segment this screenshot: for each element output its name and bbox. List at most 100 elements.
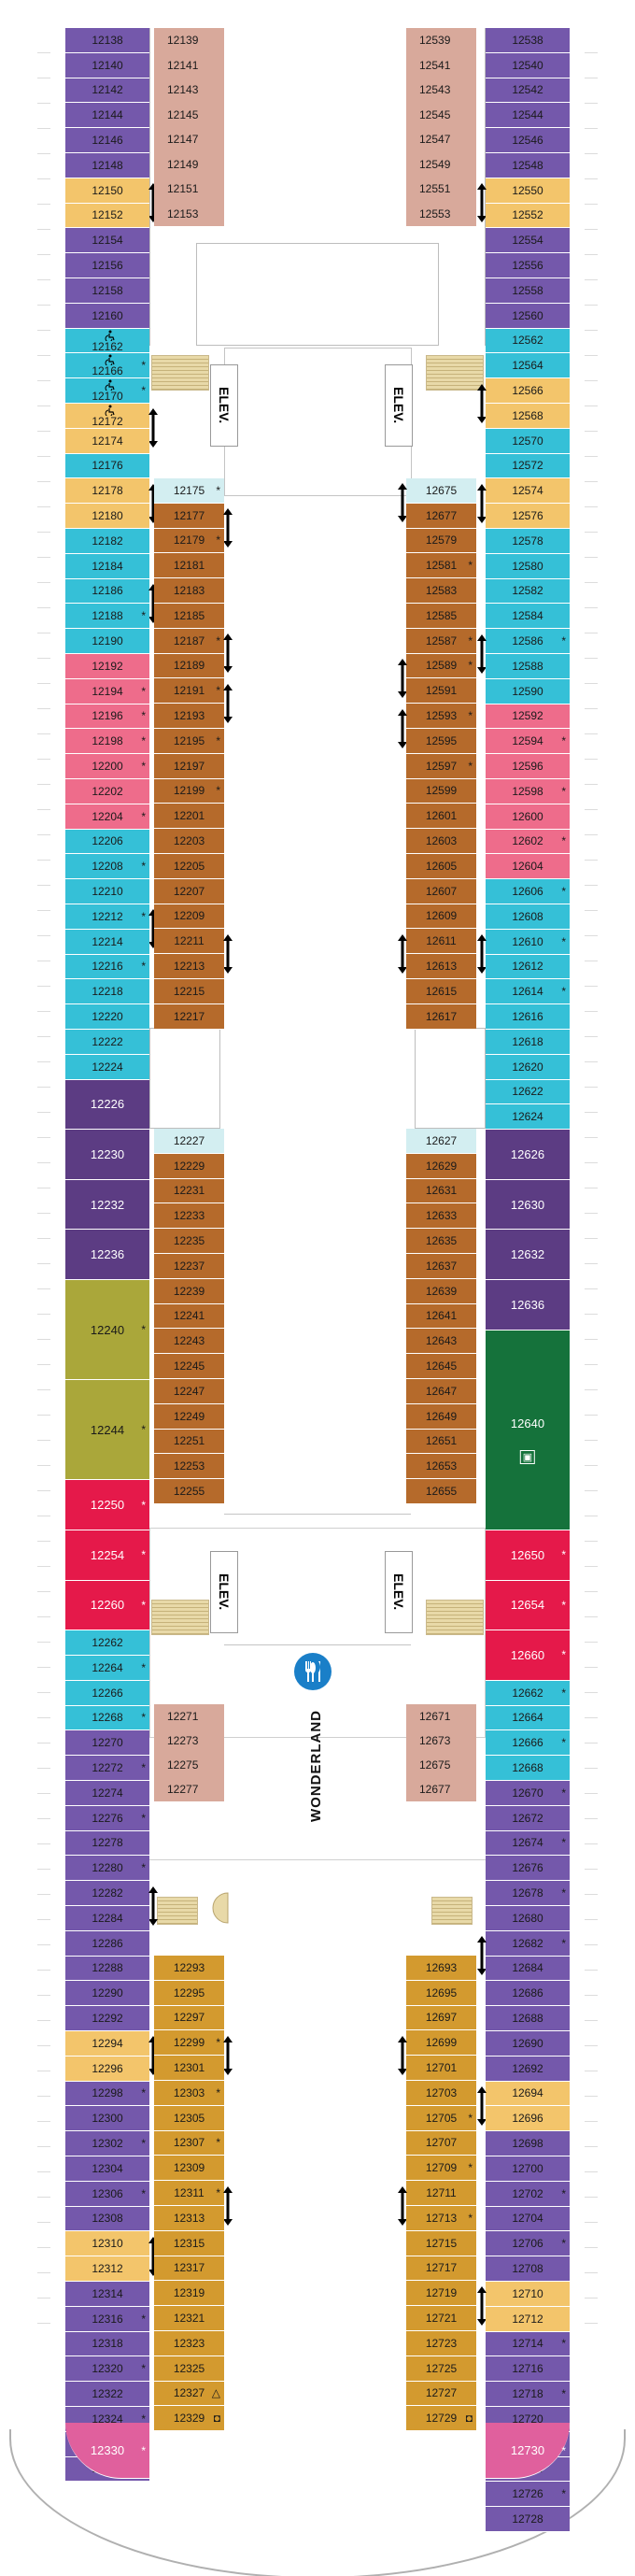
cabin-12690[interactable]: 12690 (486, 2031, 570, 2057)
cabin-12597[interactable]: 12597* (406, 753, 476, 779)
cabin-12177[interactable]: 12177 (154, 503, 224, 529)
cabin-12277[interactable]: 12277 (154, 1777, 224, 1801)
cabin-12662[interactable]: 12662* (486, 1680, 570, 1706)
cabin-12543[interactable]: 12543 (406, 78, 476, 103)
cabin-12699[interactable]: 12699 (406, 2030, 476, 2057)
cabin-12588[interactable]: 12588 (486, 654, 570, 679)
cabin-12180[interactable]: 12180 (65, 504, 149, 529)
cabin-12146[interactable]: 12146 (65, 128, 149, 153)
cabin-12255[interactable]: 12255 (154, 1479, 224, 1504)
cabin-12545[interactable]: 12545 (406, 102, 476, 127)
cabin-12654[interactable]: 12654* (486, 1580, 570, 1631)
cabin-12566[interactable]: 12566 (486, 378, 570, 404)
cabin-12273[interactable]: 12273 (154, 1729, 224, 1753)
cabin-12292[interactable]: 12292 (65, 2006, 149, 2031)
cabin-12323[interactable]: 12323 (154, 2331, 224, 2356)
cabin-12153[interactable]: 12153 (154, 201, 224, 226)
cabin-12316[interactable]: 12316* (65, 2306, 149, 2332)
cabin-12592[interactable]: 12592 (486, 704, 570, 730)
cabin-12585[interactable]: 12585 (406, 604, 476, 629)
cabin-12288[interactable]: 12288 (65, 1956, 149, 1982)
cabin-12174[interactable]: 12174 (65, 428, 149, 454)
cabin-12306[interactable]: 12306* (65, 2181, 149, 2207)
cabin-12296[interactable]: 12296 (65, 2056, 149, 2082)
cabin-12224[interactable]: 12224 (65, 1054, 149, 1080)
cabin-12626[interactable]: 12626 (486, 1130, 570, 1180)
cabin-12271[interactable]: 12271 (154, 1704, 224, 1729)
cabin-12249[interactable]: 12249 (154, 1403, 224, 1430)
cabin-12166[interactable]: 12166* (65, 353, 149, 379)
cabin-12589[interactable]: 12589* (406, 653, 476, 679)
cabin-12212[interactable]: 12212* (65, 904, 149, 930)
cabin-12594[interactable]: 12594* (486, 729, 570, 755)
cabin-12299[interactable]: 12299* (154, 2030, 224, 2057)
cabin-12725[interactable]: 12725 (406, 2355, 476, 2382)
cabin-12240[interactable]: 12240* (65, 1280, 149, 1381)
cabin-12232[interactable]: 12232 (65, 1179, 149, 1231)
cabin-12286[interactable]: 12286 (65, 1930, 149, 1957)
cabin-12541[interactable]: 12541 (406, 52, 476, 78)
cabin-12546[interactable]: 12546 (486, 128, 570, 153)
cabin-12327[interactable]: 12327△ (154, 2381, 224, 2407)
cabin-12696[interactable]: 12696 (486, 2106, 570, 2132)
cabin-12301[interactable]: 12301 (154, 2056, 224, 2081)
cabin-12213[interactable]: 12213 (154, 954, 224, 979)
cabin-12160[interactable]: 12160 (65, 303, 149, 329)
cabin-12630[interactable]: 12630 (486, 1179, 570, 1231)
cabin-12227[interactable]: 12227 (154, 1129, 224, 1154)
cabin-12201[interactable]: 12201 (154, 804, 224, 830)
cabin-12294[interactable]: 12294 (65, 2031, 149, 2057)
cabin-12601[interactable]: 12601 (406, 804, 476, 830)
cabin-12633[interactable]: 12633 (406, 1203, 476, 1230)
cabin-12251[interactable]: 12251 (154, 1429, 224, 1455)
cabin-12653[interactable]: 12653 (406, 1454, 476, 1480)
cabin-12317[interactable]: 12317 (154, 2256, 224, 2282)
cabin-12315[interactable]: 12315 (154, 2230, 224, 2256)
cabin-12187[interactable]: 12187* (154, 628, 224, 654)
cabin-12179[interactable]: 12179* (154, 528, 224, 554)
cabin-12141[interactable]: 12141 (154, 52, 224, 78)
cabin-12550[interactable]: 12550 (486, 178, 570, 204)
cabin-12677[interactable]: 12677 (406, 503, 476, 529)
cabin-12726[interactable]: 12726* (486, 2482, 570, 2508)
cabin-12624[interactable]: 12624 (486, 1104, 570, 1131)
cabin-12705[interactable]: 12705* (406, 2105, 476, 2131)
cabin-12610[interactable]: 12610* (486, 929, 570, 955)
cabin-12190[interactable]: 12190 (65, 629, 149, 654)
cabin-12196[interactable]: 12196* (65, 704, 149, 730)
cabin-12139[interactable]: 12139 (154, 28, 224, 53)
cabin-12560[interactable]: 12560 (486, 303, 570, 329)
cabin-12716[interactable]: 12716 (486, 2356, 570, 2383)
cabin-12643[interactable]: 12643 (406, 1329, 476, 1355)
cabin-12678[interactable]: 12678* (486, 1881, 570, 1906)
cabin-12608[interactable]: 12608 (486, 904, 570, 930)
cabin-12717[interactable]: 12717 (406, 2256, 476, 2282)
cabin-12307[interactable]: 12307* (154, 2130, 224, 2156)
cabin-12635[interactable]: 12635 (406, 1229, 476, 1254)
cabin-12320[interactable]: 12320* (65, 2356, 149, 2383)
cabin-12302[interactable]: 12302* (65, 2131, 149, 2156)
cabin-12199[interactable]: 12199* (154, 778, 224, 804)
cabin-12639[interactable]: 12639 (406, 1278, 476, 1304)
cabin-12692[interactable]: 12692 (486, 2056, 570, 2082)
cabin-12552[interactable]: 12552 (486, 203, 570, 229)
cabin-12693[interactable]: 12693 (406, 1956, 476, 1981)
cabin-12200[interactable]: 12200* (65, 754, 149, 779)
cabin-12631[interactable]: 12631 (406, 1178, 476, 1204)
cabin-12719[interactable]: 12719 (406, 2281, 476, 2307)
cabin-12629[interactable]: 12629 (406, 1153, 476, 1179)
cabin-12162[interactable]: 12162 (65, 328, 149, 354)
cabin-12237[interactable]: 12237 (154, 1254, 224, 1279)
cabin-12668[interactable]: 12668 (486, 1756, 570, 1781)
cabin-12313[interactable]: 12313 (154, 2206, 224, 2231)
cabin-12680[interactable]: 12680 (486, 1906, 570, 1931)
cabin-12205[interactable]: 12205 (154, 854, 224, 879)
cabin-12675[interactable]: 12675 (406, 478, 476, 504)
cabin-12207[interactable]: 12207 (154, 878, 224, 904)
cabin-12202[interactable]: 12202 (65, 779, 149, 804)
cabin-12540[interactable]: 12540 (486, 52, 570, 78)
cabin-12274[interactable]: 12274 (65, 1781, 149, 1806)
cabin-12188[interactable]: 12188* (65, 604, 149, 630)
cabin-12553[interactable]: 12553 (406, 201, 476, 226)
cabin-12616[interactable]: 12616 (486, 1004, 570, 1030)
